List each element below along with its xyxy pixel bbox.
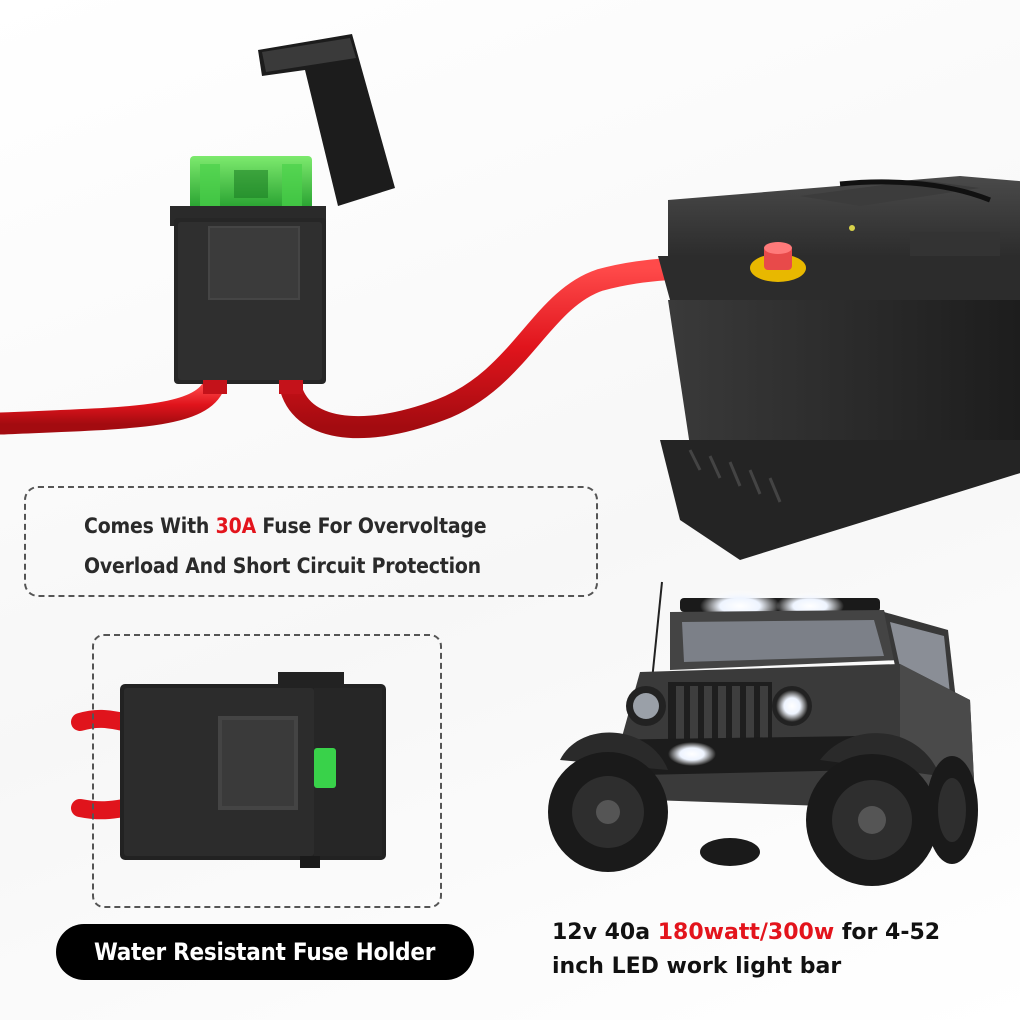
wheel-rear <box>926 756 978 864</box>
spec-prefix: 12v 40a <box>552 920 658 945</box>
wheel-front-left <box>548 752 668 872</box>
callout-line1-before: Comes With <box>84 514 216 538</box>
spec-line-2: inch LED work light bar <box>552 954 842 979</box>
spec-line-1: 12v 40a 180watt/300w for 4-52 <box>552 916 1002 950</box>
callout-line-2: Overload And Short Circuit Protection <box>84 554 481 578</box>
fuse-holder-open <box>170 34 395 394</box>
fuse-holder-label-pill: Water Resistant Fuse Holder <box>56 924 474 980</box>
feature-callout-text: Comes With 30A Fuse For Overvoltage Over… <box>84 506 507 586</box>
fuse-indicator-icon <box>314 748 336 788</box>
red-wire <box>0 256 756 439</box>
callout-line-1: Comes With 30A Fuse For Overvoltage <box>84 506 507 546</box>
fuse-holder-inset-frame <box>92 634 442 908</box>
spec-suffix: for 4-52 <box>834 920 941 945</box>
car-battery <box>658 176 1020 560</box>
fuse-holder-closed <box>71 672 386 868</box>
spec-text: 12v 40a 180watt/300w for 4-52 inch LED w… <box>552 916 1002 984</box>
callout-line1-after: Fuse For Overvoltage <box>256 514 487 538</box>
spec-wattage-highlight: 180watt/300w <box>657 920 835 945</box>
feature-callout-box <box>24 486 598 597</box>
fuse-holder-label-text: Water Resistant Fuse Holder <box>94 938 436 966</box>
callout-amperage-highlight: 30A <box>215 514 257 538</box>
jeep-vehicle <box>548 581 978 886</box>
wheel-front-right <box>806 754 938 886</box>
